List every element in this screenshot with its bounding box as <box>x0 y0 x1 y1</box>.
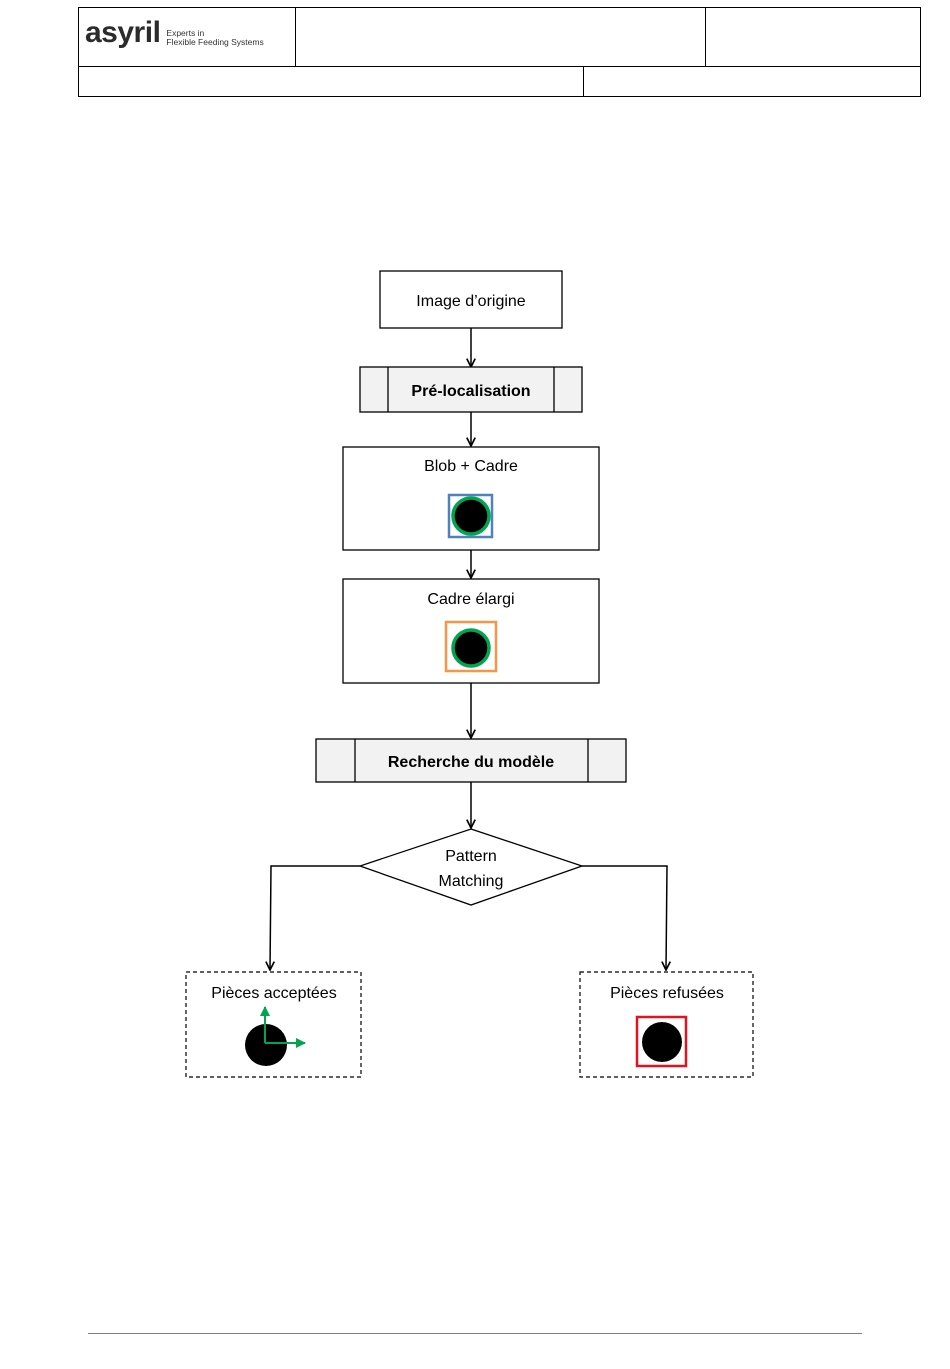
node-blob-frame-label: Blob + Cadre <box>424 458 518 475</box>
node-rejected-parts-label: Pièces refusées <box>610 985 724 1002</box>
node-model-search: Recherche du modèle <box>316 739 626 782</box>
node-pre-localisation-label: Pré-localisation <box>411 383 530 400</box>
node-pattern-matching-label-line1: Pattern <box>445 848 497 865</box>
rejected-part-circle <box>642 1022 682 1062</box>
node-model-search-label: Recherche du modèle <box>388 754 554 771</box>
node-accepted-parts: Pièces acceptées <box>186 972 361 1077</box>
node-pre-localisation: Pré-localisation <box>360 367 582 412</box>
node-accepted-parts-label: Pièces acceptées <box>211 985 336 1002</box>
footer-divider <box>88 1333 862 1334</box>
node-pattern-matching: Pattern Matching <box>360 829 582 905</box>
node-original-image: Image d’origine <box>380 271 562 328</box>
node-blob-frame: Blob + Cadre <box>343 447 599 550</box>
connector-pattern-to-accepted <box>270 866 360 970</box>
connector-pattern-to-rejected <box>582 866 667 970</box>
node-original-image-label: Image d’origine <box>416 293 526 310</box>
node-enlarged-frame-label: Cadre élargi <box>427 591 514 608</box>
blob-circle <box>453 630 489 666</box>
node-enlarged-frame: Cadre élargi <box>343 579 599 683</box>
node-pattern-matching-label-line2: Matching <box>439 873 504 890</box>
blob-circle <box>453 498 489 534</box>
node-rejected-parts: Pièces refusées <box>580 972 753 1077</box>
